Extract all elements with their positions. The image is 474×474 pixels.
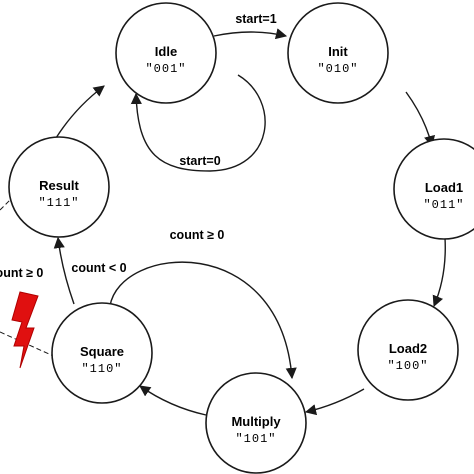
state-name: Multiply	[231, 414, 281, 429]
state-load1: Load1 "011"	[393, 138, 474, 240]
state-name: Result	[39, 178, 79, 193]
state-init: Init "010"	[287, 2, 389, 104]
state-square: Square "110"	[51, 302, 153, 404]
label-idle-to-init: start=1	[235, 12, 276, 26]
edge-load2-to-multiply	[304, 388, 365, 416]
state-name: Load2	[389, 341, 427, 356]
label-idle-self-loop: start=0	[179, 154, 220, 168]
state-result: Result "111"	[8, 136, 110, 238]
state-load2: Load2 "100"	[357, 299, 459, 401]
state-multiply: Multiply "101"	[205, 372, 307, 474]
state-name: Load1	[425, 180, 463, 195]
edge-init-to-load1	[405, 91, 435, 148]
state-code: "001"	[145, 62, 186, 76]
label-square-to-result: count < 0	[71, 261, 126, 275]
edge-idle-self-loop	[130, 74, 266, 172]
state-name: Idle	[155, 44, 177, 59]
result-exit-line	[0, 199, 11, 211]
state-code: "011"	[423, 198, 464, 212]
state-name: Init	[328, 44, 348, 59]
edge-result-to-idle	[55, 85, 105, 139]
edge-idle-to-init	[213, 28, 288, 40]
external-input-line	[0, 331, 59, 359]
edge-multiply-to-square	[139, 385, 207, 416]
state-code: "100"	[387, 359, 428, 373]
edge-square-to-multiply	[109, 261, 297, 380]
label-square-to-multiply: count ≥ 0	[170, 228, 225, 242]
state-code: "110"	[81, 362, 122, 376]
state-code: "010"	[317, 62, 358, 76]
label-external-input: count ≥ 0	[0, 266, 43, 280]
state-name: Square	[80, 344, 124, 359]
state-idle: Idle "001"	[115, 2, 217, 104]
lightning-bolt-icon	[11, 291, 39, 369]
edge-load1-to-load2	[432, 237, 446, 308]
state-code: "111"	[38, 196, 79, 210]
state-code: "101"	[235, 432, 276, 446]
edge-square-to-result	[53, 236, 75, 305]
